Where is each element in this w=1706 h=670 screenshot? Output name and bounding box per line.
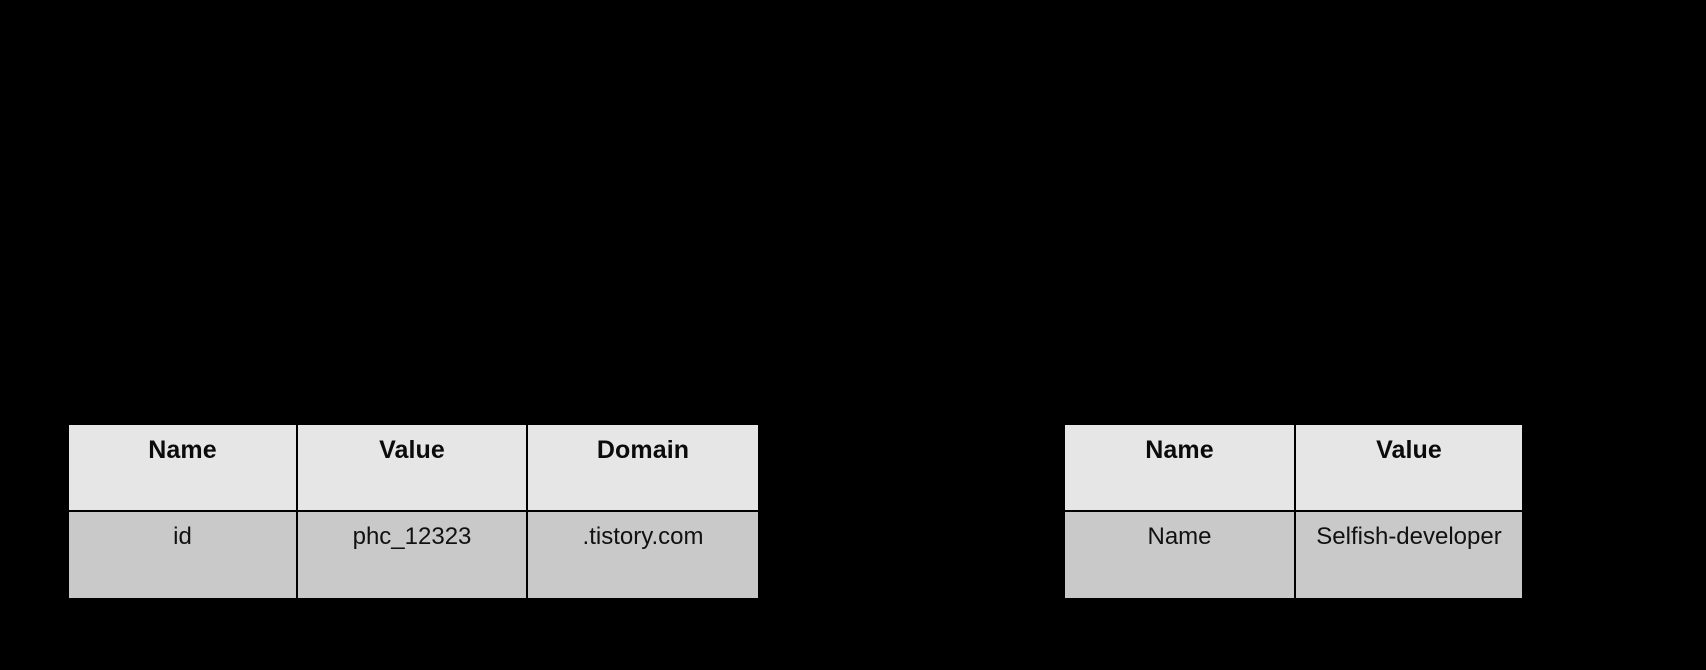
column-header-name-label: Name	[1145, 436, 1214, 464]
column-header-value-label: Value	[379, 436, 445, 464]
cell-name-text: id	[173, 523, 192, 550]
column-header-value: Value	[296, 423, 528, 512]
cell-value: phc_12323	[296, 510, 528, 600]
cell-value: Selfish-developer	[1294, 510, 1524, 600]
table-header-row: Name Value Domain	[67, 423, 760, 512]
column-header-value: Value	[1294, 423, 1524, 512]
table-header-row: Name Value	[1063, 423, 1524, 512]
table-row: id phc_12323 .tistory.com	[67, 510, 760, 600]
cookie-attributes-table-left: Name Value Domain id phc_12323 .tist	[67, 423, 760, 600]
cell-domain-text: .tistory.com	[582, 523, 704, 550]
cell-name: Name	[1063, 510, 1296, 600]
cell-value-text: Selfish-developer	[1316, 523, 1502, 550]
column-header-domain: Domain	[526, 423, 760, 512]
cell-value-text: phc_12323	[352, 523, 472, 550]
column-header-name: Name	[1063, 423, 1296, 512]
cookie-attributes-table-right: Name Value Name Selfish-developer	[1063, 423, 1524, 600]
cell-domain: .tistory.com	[526, 510, 760, 600]
cell-name-text: Name	[1147, 523, 1212, 550]
column-header-domain-label: Domain	[596, 436, 690, 464]
column-header-name: Name	[67, 423, 298, 512]
table-row: Name Selfish-developer	[1063, 510, 1524, 600]
cell-name: id	[67, 510, 298, 600]
column-header-name-label: Name	[148, 436, 217, 464]
column-header-value-label: Value	[1376, 436, 1442, 464]
